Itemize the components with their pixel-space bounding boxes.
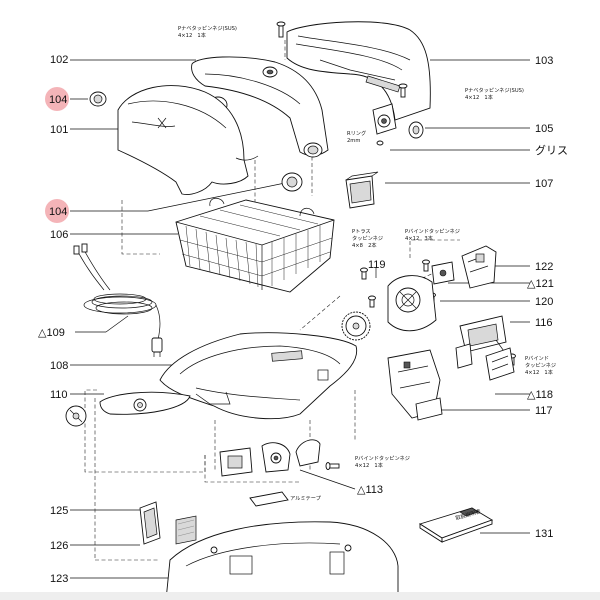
part-103-rear-cover [286,21,431,121]
label-109: △109 [38,327,65,339]
part-113-switch-module [219,439,321,477]
label-107: 107 [535,178,553,190]
part-122-sensor-bracket [461,245,497,289]
label-106: 106 [50,229,68,241]
label-101: 101 [50,124,68,136]
note-truss-line1: Pトラス [352,228,371,235]
o-ring [376,140,384,146]
part-120-motor-plate [387,275,437,332]
note-bind-c-line1: Pバインドタッピンネジ [355,454,410,462]
label-120: 120 [535,296,553,308]
note-bind-b-line2: タッピンネジ [525,361,556,369]
label-122: 122 [535,261,553,273]
part-107-filter [345,171,379,209]
part-109-power-cord [73,243,163,357]
note-bind-b-line1: Pバインド [525,355,549,362]
label-117: 117 [535,405,553,417]
label-105: 105 [535,123,553,135]
part-108-main-housing [159,332,358,420]
bottom-strip [0,592,600,600]
note-truss-line3: 4×8 2本 [352,241,377,249]
part-101-front-cover [117,85,259,195]
part-119-gear [341,311,371,341]
part-131-manual [418,507,494,543]
label-grease: グリス [535,143,568,157]
note-bind-b-line3: 4×12 1本 [525,368,553,376]
highlight-marker-104-bottom [45,199,69,223]
label-118: △118 [527,389,553,401]
note-bind-c-line2: 4×12 1本 [355,461,383,469]
note-bind-a-line1: Pバインドタッピンネジ [405,227,460,235]
note-aluminum-tape: アルミテープ [290,495,322,502]
note-right-screw-line1: Pナベタッピンネジ(SUS) [465,86,524,94]
highlight-marker-104-top [45,87,69,111]
note-oring-line2: 2mm [347,138,360,144]
note-bind-a-line2: 4×12 3本 [405,234,433,242]
part-116-board [459,315,507,355]
note-top-screw-line1: Pナベタッピンネジ(SUS) [178,24,237,32]
part-121-bracket [431,261,455,285]
label-103: 103 [535,55,553,67]
part-125-bracket [139,501,161,545]
label-131: 131 [535,528,553,540]
label-123: 123 [50,573,68,585]
part-123-base [165,521,399,600]
part-118-connector [455,343,515,381]
aluminum-tape [249,491,289,507]
part-106-wire-basket [175,197,335,293]
part-104-knob-bottom [281,172,303,192]
part-126-filter-pad [175,515,197,545]
label-108: 108 [50,360,68,372]
label-121: △121 [527,278,554,290]
note-oring-line1: Rリング [347,129,366,137]
part-117-fan-housing [387,349,443,421]
label-102: 102 [50,54,68,66]
screw-notes: Pナベタッピンネジ(SUS) 4×12 1本 Pナベタッピンネジ(SUS) 4×… [178,24,556,522]
label-116: 116 [535,317,553,329]
note-top-screw-line2: 4×12 1本 [178,31,206,39]
note-truss-line2: タッピンネジ [352,234,383,242]
label-113: △113 [357,484,383,496]
label-119: 119 [368,259,386,271]
note-right-screw-line2: 4×12 1本 [465,93,493,101]
label-104-top: 104 [49,94,67,106]
label-126: 126 [50,540,68,552]
label-104-bottom: 104 [49,206,67,218]
part-105-hinge-gear [372,103,424,139]
label-125: 125 [50,505,68,517]
callout-labels: 102 104 101 104 106 △109 108 110 125 126… [38,54,568,585]
part-110-control-panel [65,391,191,427]
part-104-knob-top [89,91,107,107]
label-110: 110 [50,389,68,401]
